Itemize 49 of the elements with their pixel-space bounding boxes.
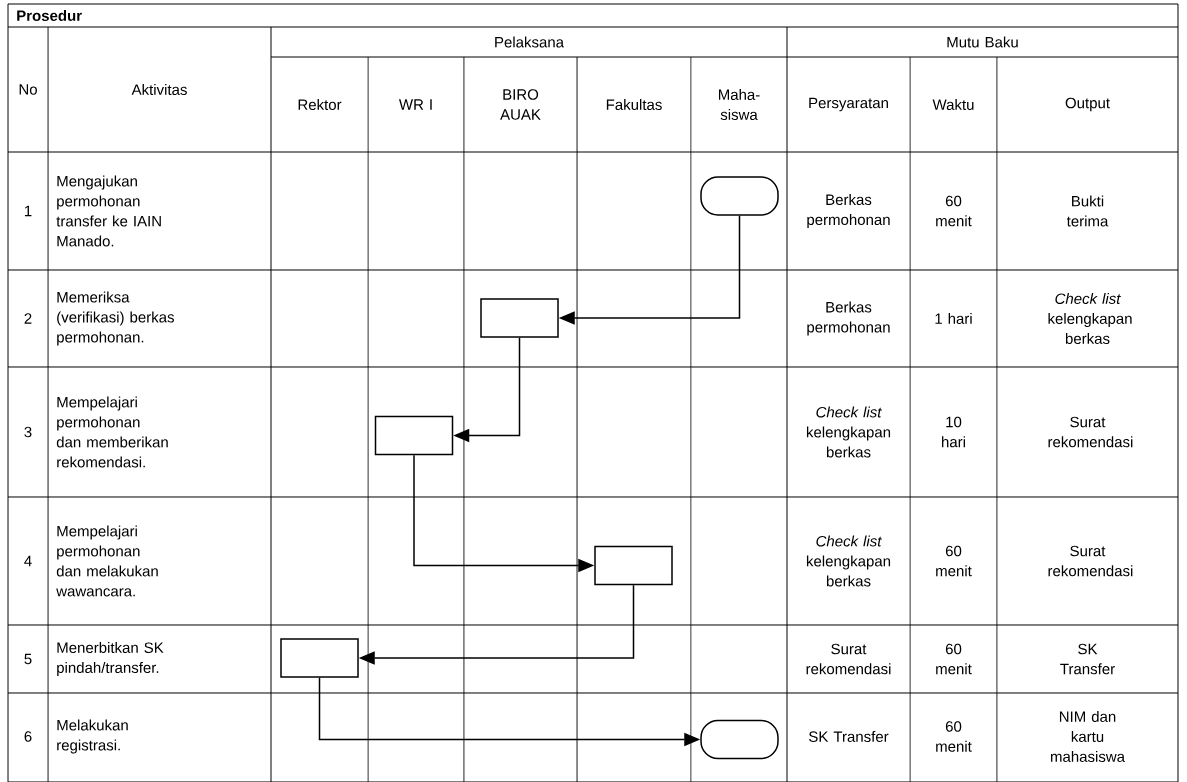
output-text: SK Transfer [1060, 643, 1115, 675]
row-number: 6 [24, 731, 32, 742]
requirement-text: Berkas permohonan [807, 301, 890, 336]
output-text: Surat rekomendasi [1048, 545, 1133, 577]
process-box [280, 638, 359, 678]
header-text: Fakultas [606, 99, 662, 110]
header-text: BIRO AUAK [500, 89, 541, 120]
requirement-text: Check list kelengkapan berkas [806, 535, 891, 587]
activity-text: Memeriksa (verifikasi) berkas permohonan. [57, 291, 174, 346]
duration-text: 10 hari [942, 416, 965, 448]
requirement-text: SK Transfer [809, 731, 889, 742]
row-number: 5 [24, 653, 32, 665]
header-text: Aktivitas [131, 84, 187, 95]
duration-text: 60 menit [936, 545, 972, 577]
header-text: WR I [399, 99, 432, 110]
row-number: 4 [24, 555, 32, 567]
output-text: NIM dan kartu mahasiswa [1050, 711, 1125, 762]
activity-text: Mengajukan permohonan transfer ke IAIN Manado. [56, 175, 161, 247]
header-text: Mutu Baku [947, 36, 1018, 48]
header-text: Rektor [298, 99, 342, 110]
process-box [594, 545, 673, 586]
duration-text: 60 menit [936, 643, 972, 675]
activity-text: Mempelajari permohonan dan melakukan wawancara. [56, 525, 158, 597]
output-text: Surat rekomendasi [1048, 416, 1133, 448]
output-text: Check list kelengkapan berkas [1048, 293, 1132, 344]
header-text: Pelaksana [495, 36, 564, 48]
header-text: No [19, 84, 37, 95]
duration-text: 1 hari [935, 313, 972, 324]
requirement-text: Surat rekomendasi [806, 643, 891, 675]
header-text: Persyaratan [809, 97, 888, 112]
duration-text: 60 menit [936, 721, 972, 752]
row-number: 3 [24, 426, 32, 438]
requirement-text: Check list kelengkapan berkas [806, 406, 891, 458]
header-text: Output [1065, 97, 1110, 112]
header-text: Maha-siswa [718, 89, 760, 120]
activity-text: Melakukan registrasi. [57, 719, 128, 754]
row-number: 1 [25, 205, 32, 217]
terminator-shape [700, 176, 779, 216]
duration-text: 60 menit [936, 195, 972, 227]
requirement-text: Berkas permohonan [807, 194, 890, 228]
process-box [374, 415, 454, 456]
process-box [480, 298, 559, 338]
terminator-shape [700, 719, 779, 760]
activity-text: Mempelajari permohonan dan memberikan rekomendasi. [56, 396, 168, 468]
row-number: 2 [24, 313, 32, 324]
header-text: Waktu [932, 99, 974, 110]
output-text: Bukti terima [1066, 195, 1109, 227]
activity-text: Menerbitkan SK pindah/transfer. [57, 642, 164, 676]
table-title: Prosedur [17, 10, 82, 21]
